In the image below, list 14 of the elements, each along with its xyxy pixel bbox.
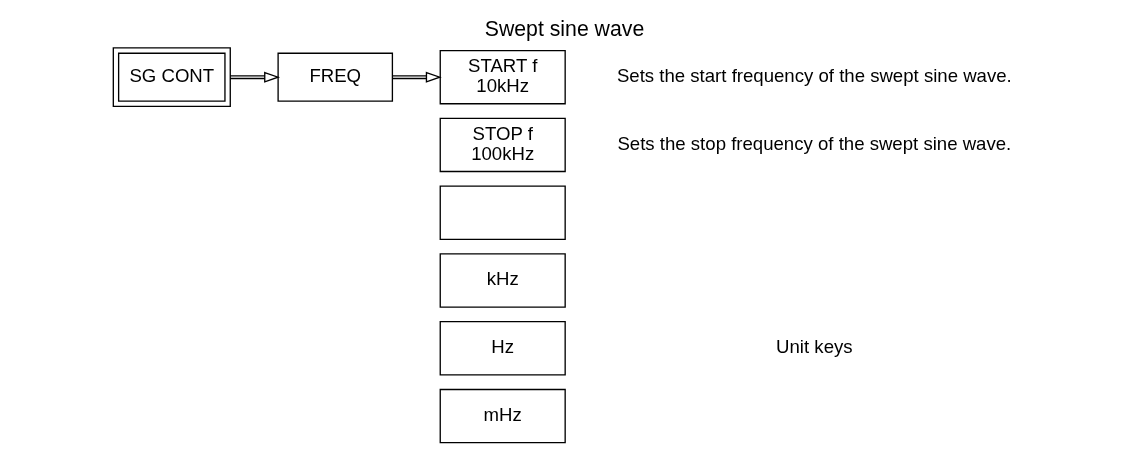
- node-box: FREQ: [276, 52, 393, 102]
- node-box: START f 10kHz: [439, 49, 566, 105]
- diagram-title: Swept sine wave: [484, 16, 644, 41]
- node-box: mHz: [439, 388, 566, 444]
- node-box: SG CONT: [112, 47, 231, 108]
- node-box: Hz: [439, 321, 566, 376]
- label: Unit keys: [775, 336, 853, 358]
- node-box: [439, 185, 566, 240]
- arrow: [229, 71, 280, 83]
- node-label: Sets the stop frequency of the swept sine wave.: [616, 132, 1011, 154]
- node-label: Sets the start frequency of the swept sine wave.: [616, 65, 1012, 87]
- arrow: [391, 71, 442, 83]
- node-box: STOP f 100kHz: [439, 117, 566, 173]
- node-box: kHz: [439, 253, 566, 308]
